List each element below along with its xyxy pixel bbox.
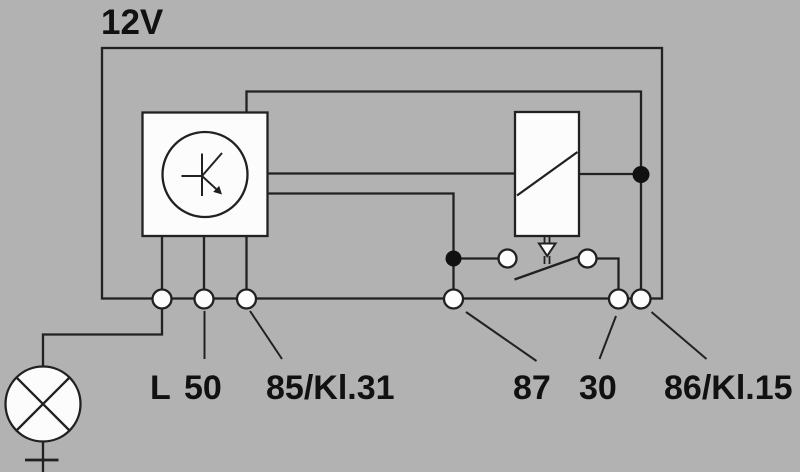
switch-contact-right (577, 248, 598, 269)
timer-clock-icon (181, 152, 223, 196)
terminal-label-86: 86/Kl.15 (664, 369, 793, 407)
switch-contact-left (497, 248, 518, 269)
terminal-circle-85 (235, 288, 258, 310)
leader-line-86 (650, 311, 708, 360)
contact-to-terminal-30-wire (587, 257, 620, 299)
leader-line-87 (465, 311, 538, 362)
supply-voltage-label: 12V (101, 3, 164, 42)
ground-icon (25, 441, 59, 472)
terminal-circle-50 (193, 288, 215, 310)
switch-blade (514, 254, 581, 281)
clock-arrow-head (213, 185, 222, 195)
indicator-lamp-icon (4, 365, 82, 443)
clock-up-hand (201, 152, 223, 177)
coil-rail-junction-dot (632, 166, 650, 183)
clock-arrow-shaft (201, 175, 218, 191)
terminal-label-l: L (150, 369, 171, 407)
terminal-label-85: 85/Kl.31 (266, 369, 395, 407)
relay-coil (513, 110, 581, 238)
terminal-label-50: 50 (184, 369, 222, 407)
terminal-circle-l (151, 288, 173, 310)
supply-rail-frame (100, 46, 664, 300)
lamp-cross (15, 376, 71, 432)
terminal-label-87: 87 (513, 369, 551, 407)
relay-switch (497, 248, 598, 281)
inner-rail-wire (245, 90, 643, 299)
coil-plunger (537, 236, 558, 264)
timer-dial-circle (161, 130, 249, 219)
relay-coil-diagonal (516, 151, 579, 197)
terminal-circle-30 (607, 288, 630, 310)
terminal-87-junction-dot (445, 250, 462, 267)
terminal-label-30: 30 (579, 369, 617, 407)
plunger-rod-lines (543, 236, 551, 264)
leader-line-85 (249, 310, 283, 360)
leader-line-30 (598, 315, 617, 360)
timer-to-terminal-87-wire (267, 192, 455, 299)
terminal-circle-86 (630, 288, 652, 310)
lamp-feed-wire (41, 299, 164, 367)
plunger-triangle (537, 242, 558, 258)
timer-control-unit (141, 111, 269, 238)
terminal-circle-87 (442, 288, 465, 310)
